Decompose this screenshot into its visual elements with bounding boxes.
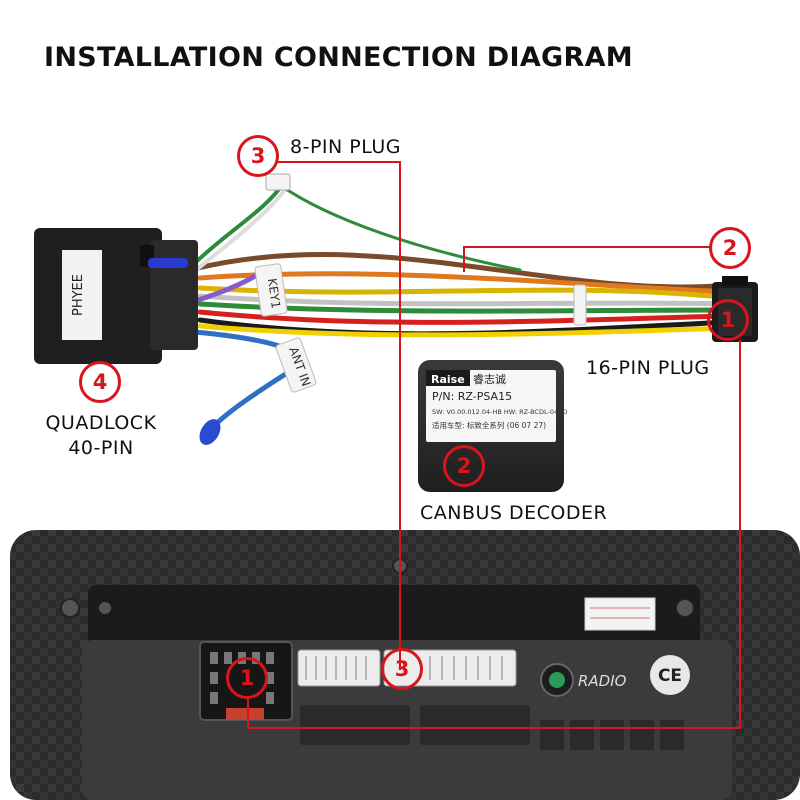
label-8-pin-plug: 8-PIN PLUG <box>290 136 401 158</box>
badge-4-quadlock: 4 <box>79 361 121 403</box>
badge-2-decoder: 2 <box>443 445 485 487</box>
quadlock-connector <box>34 228 198 364</box>
badge-1-plug: 1 <box>707 299 749 341</box>
label-quadlock-pins: 40-PIN <box>68 437 134 459</box>
wire-tag-key: KEY1 <box>265 277 283 309</box>
decoder-brand-cn: 睿志诚 <box>473 372 506 386</box>
page-title: INSTALLATION CONNECTION DIAGRAM <box>44 42 633 73</box>
label-canbus-decoder: CANBUS DECODER <box>420 502 608 524</box>
decoder-brand: Raise <box>431 373 465 386</box>
wire-harness <box>192 173 733 445</box>
label-quadlock: QUADLOCK <box>45 412 157 434</box>
radio-label: RADIO <box>578 672 627 690</box>
badge-1-port: 1 <box>226 657 268 699</box>
badge-3-plug: 3 <box>237 135 279 177</box>
connector-brand-label: PHYEE <box>71 274 86 316</box>
decoder-version: SW: V0.00.012.04-HB HW: RZ-BCDL-040D <box>432 408 567 416</box>
badge-2-plug: 2 <box>709 227 751 269</box>
decoder-part-number: P/N: RZ-PSA15 <box>432 390 512 403</box>
decoder-vehicle: 适用车型: 标致全系列 (06 07 27) <box>432 420 546 430</box>
badge-3-port: 3 <box>381 648 423 690</box>
leader-lines <box>247 161 741 729</box>
ce-mark: CE <box>658 666 682 686</box>
label-16-pin-plug: 16-PIN PLUG <box>586 357 710 379</box>
